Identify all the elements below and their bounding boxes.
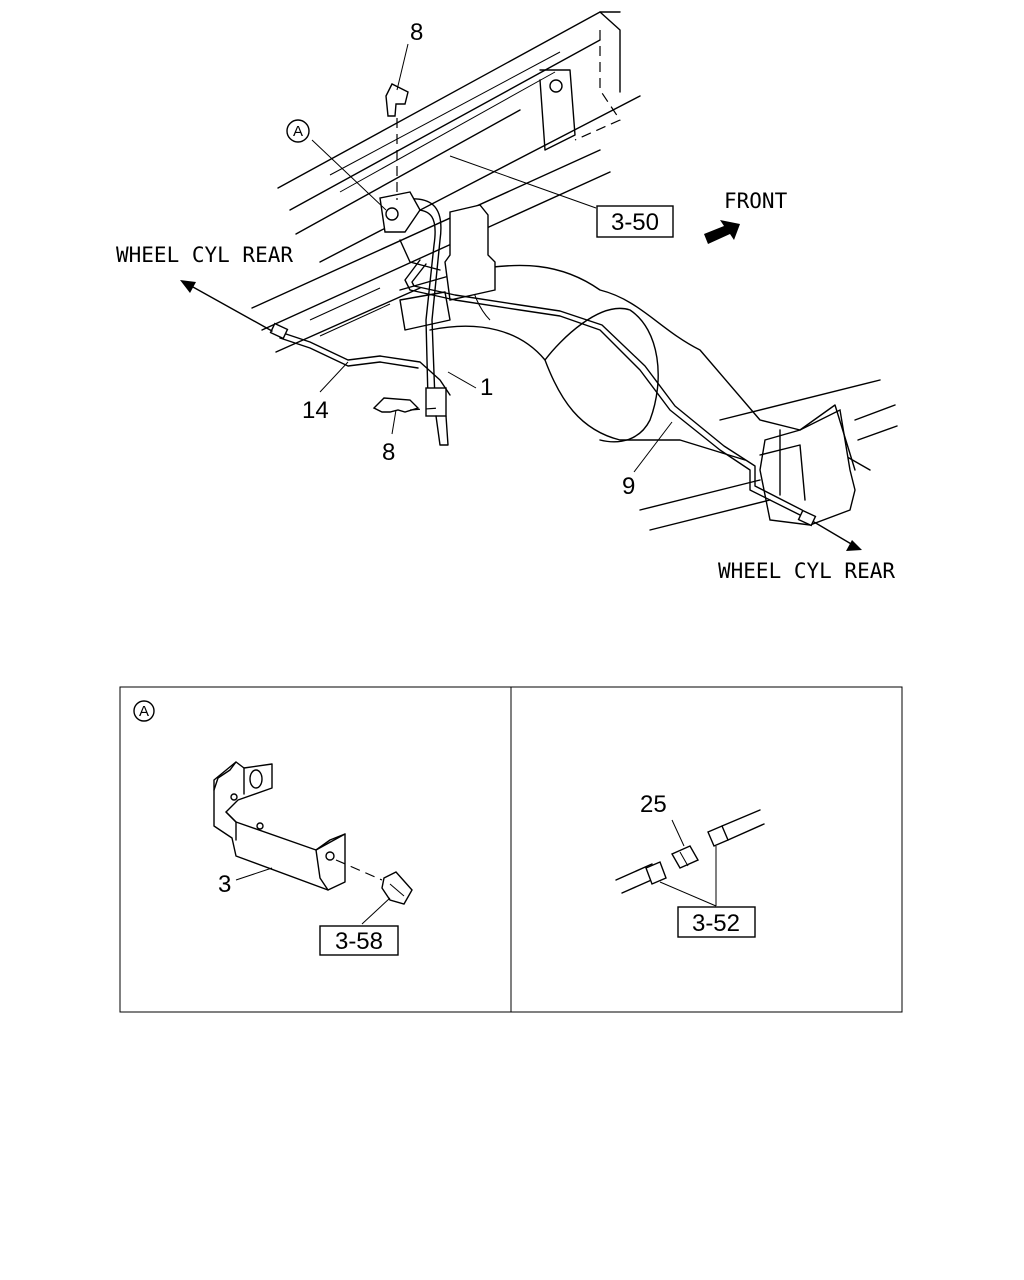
- pipe-left: [615, 861, 667, 894]
- detail-panel-b: 25 3-52: [615, 791, 765, 938]
- union-part: [671, 845, 699, 869]
- detail-panel-frame: [119, 686, 903, 1013]
- reference-3-50: 3-50: [611, 209, 659, 236]
- callout-14: 14: [302, 397, 329, 424]
- clip-top: [385, 83, 409, 200]
- detail-marker-a: A: [293, 123, 303, 140]
- callout-3: 3: [218, 871, 231, 898]
- reference-box-3-58: 3-58: [319, 925, 399, 956]
- leader-lines: [311, 43, 673, 473]
- clip-bottom: [372, 397, 441, 413]
- callout-8-bottom: 8: [382, 439, 395, 466]
- arrow-icon: [704, 220, 740, 244]
- pipe-right: [707, 809, 765, 847]
- reference-box-3-50: 3-50: [596, 205, 674, 238]
- wheel-cyl-left-arrow: [180, 280, 273, 332]
- wheel-cyl-rear-label-right: WHEEL CYL REAR: [718, 559, 895, 583]
- callout-9: 9: [622, 473, 635, 500]
- brake-pipe-left: [269, 239, 451, 396]
- callout-25: 25: [640, 791, 667, 818]
- detail-marker-a-inset: A: [139, 703, 149, 720]
- wheel-cyl-rear-label-left: WHEEL CYL REAR: [116, 243, 293, 267]
- circle-letter-icon-inset: A: [133, 700, 155, 722]
- callout-8-top: 8: [410, 19, 423, 46]
- reference-3-58: 3-58: [335, 928, 383, 955]
- reference-box-3-52: 3-52: [677, 906, 756, 938]
- circle-letter-icon: A: [286, 119, 310, 143]
- wheel-cyl-right-arrow: [813, 521, 862, 551]
- brake-pipe-right: [404, 259, 817, 527]
- chassis-frame: [251, 11, 898, 531]
- callout-1: 1: [480, 374, 493, 401]
- front-label: FRONT: [724, 189, 788, 213]
- reference-3-52: 3-52: [692, 910, 740, 937]
- bracket-part: [213, 761, 346, 891]
- bolt-part: [335, 859, 413, 905]
- detail-panel-a: A 3 3-58: [133, 700, 413, 956]
